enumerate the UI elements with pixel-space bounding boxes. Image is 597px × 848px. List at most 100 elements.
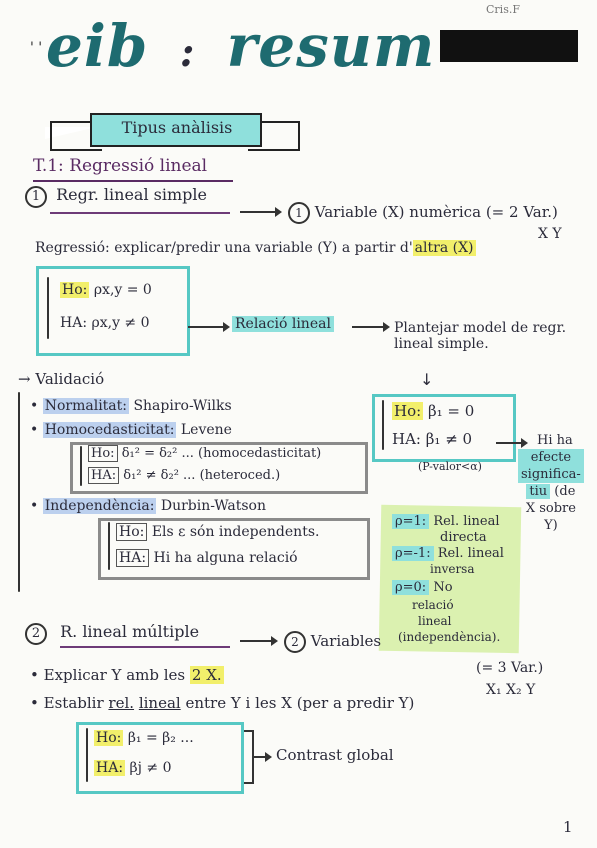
section2-result-note: (= 3 Var.) [476,660,544,676]
arrow-to-efecte [496,438,528,448]
independencia-box [98,518,370,580]
page-title: eib : resum [46,12,435,80]
hyp3-h0-label: Ho: [94,730,124,746]
validacio-brace [18,392,20,592]
efecte-line-g: Y) [544,518,558,533]
note-line3: ρ=0: No [392,580,453,595]
hyp3-h0-expr: β₁ = β₂ ... [127,730,194,746]
note-l2a: ρ=-1: [392,546,434,561]
redacted-block [440,30,578,62]
section1-heading: 1 Regr. lineal simple [25,185,207,208]
arrow-to-plantejar [352,322,390,332]
homocedasticitat-test: Levene [180,422,232,438]
note-l1b: Rel. lineal [433,514,500,529]
hypothesis-brace-1 [47,277,49,339]
bullet2-lin: lineal [138,694,181,712]
plantejar-text: Plantejar model de regr. lineal simple. [394,320,567,352]
hypothesis-box-2 [372,394,516,462]
hypothesis-box-1 [36,266,190,356]
note-l3a: ρ=0: [392,580,430,595]
section1-number: 1 [25,186,47,208]
arrow-section1 [240,207,282,217]
homo-ha-label: HA: [88,467,120,484]
efecte-line-de: tiu (de [518,483,584,500]
hyp1-ha-expr: ρx,y ≠ 0 [91,315,150,331]
efecte-line-b: efecte [518,449,584,466]
efecte-line-a: Hi ha [537,433,573,448]
homo-h0-expr: δ₁² = δ₂² ... (homocedasticitat) [121,446,322,461]
author-signature: Cris.F [486,3,520,16]
section2-number: 2 [25,623,47,645]
homocedasticitat-item: • Homocedasticitat: Levene [30,422,232,438]
homocedasticitat-brace [80,446,82,486]
note-l3e: (independència). [398,630,501,644]
note-line1: ρ=1: Rel. lineal [392,514,500,529]
note-l2b: Rel. lineal [437,546,504,561]
ind-ha-expr: Hi ha alguna relació [153,550,298,566]
normalitat-item: • Normalitat: Shapiro-Wilks [30,398,232,414]
relacio-lineal-text: Relació lineal [232,316,334,332]
ind-h0-label: Ho: [116,523,148,541]
topic-heading: T.1: Regressió lineal [33,156,208,176]
definition-line: Regressió: explicar/predir una variable … [35,240,476,256]
validacio-title: Validació [35,370,105,388]
note-l3b: No [433,580,453,595]
section2-heading: 2 R. lineal múltiple [25,622,199,645]
homo-ha-expr: δ₁² ≠ δ₂² ... (heteroced.) [123,468,281,483]
hyp1-h0-label: Ho: [60,282,90,298]
section2-bullet2: • Establir rel. lineal entre Y i les X (… [30,694,415,712]
homocedasticitat-label: Homocedasticitat: [42,422,177,438]
arrow-to-contrast [254,752,272,762]
page-number: 1 [563,818,573,836]
homo-h0-label: Ho: [88,445,118,462]
bullet2-post: entre Y i les X (per a predir Y) [185,694,415,712]
hyp3-ha: HA: βj ≠ 0 [94,760,171,776]
hyp3-h0: Ho: β₁ = β₂ ... [94,730,194,746]
section1-result-note: (= 2 Var.) [485,203,558,221]
sparkle-marks: ' ' [30,40,43,56]
bullet1-text: Explicar Y amb les [43,666,186,684]
note-l3d: lineal [418,614,452,628]
hyp2-ha-expr: β₁ ≠ 0 [425,430,473,448]
banner-label: Tipus anàlisis [121,118,233,137]
section2-result: 2 Variables [284,631,381,653]
efecte-line-d: tiu [526,484,551,499]
section2-result-text: Variables [310,632,382,650]
banner-ribbon: Tipus anàlisis [45,113,305,153]
section2-result-vars: X₁ X₂ Y [486,682,536,698]
bullet2-text: Establir [43,694,104,712]
validacio-heading: → Validació [18,370,105,388]
title-right: resum [226,12,436,80]
arrow-to-relacio [188,322,230,332]
ind-h0-expr: Els ε són independents. [151,524,320,540]
hyp1-h0-expr: ρx,y = 0 [93,282,152,298]
independencia-item: • Independència: Durbin-Watson [30,498,267,514]
section2-result-number: 2 [284,631,306,653]
hyp2-h0: Ho: β₁ = 0 [392,402,474,420]
efecte-line-e: (de [554,484,576,499]
bullet2-rel: rel. [108,694,135,712]
title-left: eib [46,12,149,80]
hyp2-ha: HA: β₁ ≠ 0 [392,430,472,448]
hyp3-ha-expr: βj ≠ 0 [129,760,172,776]
efecte-line-c: significa- [518,466,584,483]
note-l2c: inversa [430,562,475,576]
ind-ha-label: HA: [116,549,150,567]
arrow-section2 [240,636,278,646]
normalitat-test: Shapiro-Wilks [133,398,232,414]
contrast-global: Contrast global [276,746,394,764]
definition-text: Regressió: explicar/predir una variable … [35,240,413,256]
independencia-label: Independència: [42,498,157,514]
homocedasticitat-box [70,442,368,494]
definition-highlight: altra (X) [412,240,476,256]
independencia-test: Durbin-Watson [160,498,267,514]
note-l3c: relació [412,598,454,612]
normalitat-label: Normalitat: [42,398,129,414]
relacio-lineal-label: Relació lineal [232,316,334,332]
section1-result-vars: X Y [538,226,562,242]
hyp2-ha-label: HA: [392,430,421,448]
section1-result-number: 1 [288,202,310,224]
note-l1a: ρ=1: [392,514,430,529]
efecte-line-f: X sobre [525,501,576,516]
hyp1-h0: Ho: ρx,y = 0 [60,282,152,298]
